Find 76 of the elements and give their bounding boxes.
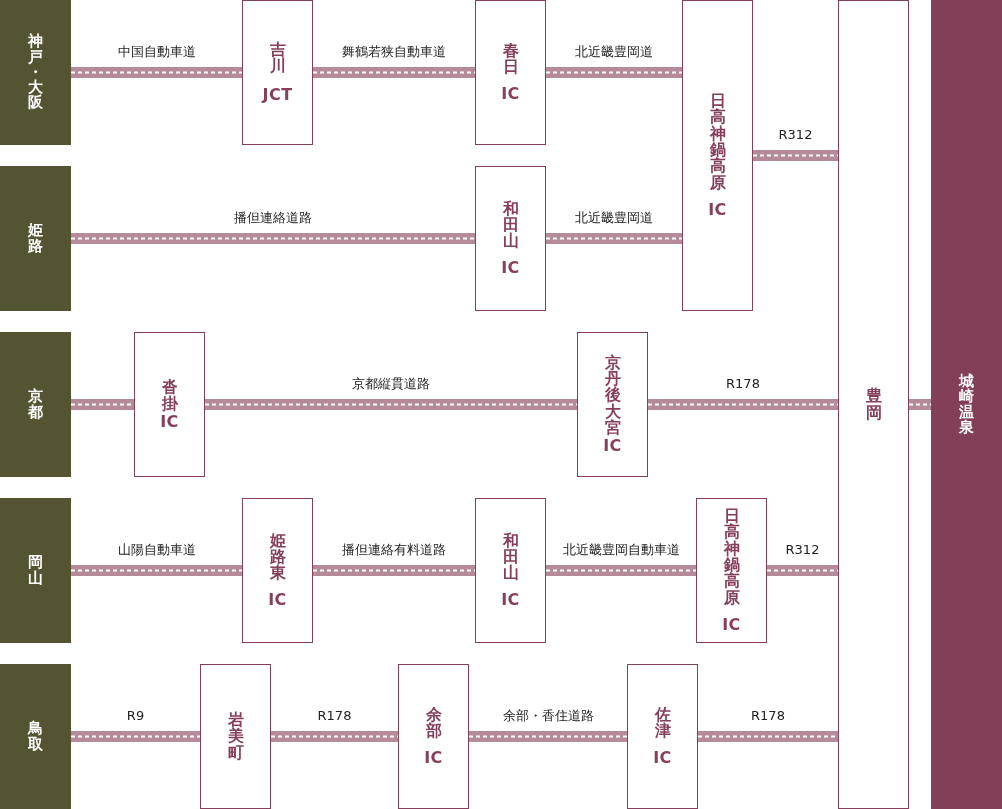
place-name: 日高神鍋高原	[723, 508, 740, 606]
road-line	[70, 233, 476, 244]
place-name: 吉川	[269, 41, 286, 75]
place-name: 沓掛	[161, 379, 178, 412]
road-line	[545, 565, 697, 576]
location-box	[398, 664, 469, 809]
road-line	[468, 731, 628, 742]
place-name: 京丹後大宮	[604, 354, 621, 437]
place-name: 余部	[425, 706, 442, 740]
origin-city-panel	[0, 332, 71, 477]
origin-city-panel	[0, 498, 71, 643]
road-name: 舞鶴若狭自動車道	[340, 43, 448, 60]
place-name: 日高神鍋高原	[709, 93, 726, 191]
location-box	[134, 332, 205, 477]
road-line	[908, 399, 932, 410]
road-line	[204, 399, 578, 410]
place-type-label: IC	[708, 201, 727, 218]
road-name: 京都縦貫道路	[350, 375, 432, 392]
location-box	[475, 166, 546, 311]
location-box	[242, 498, 313, 643]
road-name: 北近畿豊岡道	[573, 43, 655, 60]
place-name: 佐津	[654, 706, 671, 740]
road-line	[545, 233, 683, 244]
location-box	[696, 498, 767, 643]
road-line	[647, 399, 839, 410]
place-type-label: IC	[653, 750, 672, 767]
place-type-label: IC	[501, 592, 520, 609]
place-name: 春日	[502, 42, 519, 76]
road-line	[312, 67, 476, 78]
road-line	[70, 731, 201, 742]
place-name: 姫路	[28, 223, 43, 254]
place-name: 豊岡	[865, 388, 882, 421]
destination-panel	[931, 0, 1002, 809]
place-name: 姫路東	[269, 532, 286, 582]
road-name: 播但連絡道路	[232, 209, 314, 226]
place-type-label: IC	[501, 260, 520, 277]
road-line	[752, 150, 839, 161]
place-name: 岡山	[28, 555, 43, 586]
road-line	[70, 67, 243, 78]
place-name: 岩美町	[227, 712, 244, 761]
place-type-label: IC	[268, 592, 287, 609]
road-name: 播但連絡有料道路	[340, 541, 448, 558]
place-name: 和田山	[502, 532, 519, 582]
road-name: 北近畿豊岡道	[573, 209, 655, 226]
location-box	[627, 664, 698, 809]
place-name: 和田山	[502, 200, 519, 250]
place-name: 鳥取	[28, 721, 43, 752]
road-line	[70, 399, 135, 410]
location-box	[242, 0, 313, 145]
place-type-label: IC	[160, 413, 179, 430]
road-name: 余部・香住道路	[500, 707, 596, 724]
location-box	[838, 0, 909, 809]
place-type-label: JCT	[262, 87, 293, 104]
place-name: 神戸・大阪	[28, 34, 43, 111]
road-line	[697, 731, 839, 742]
place-type-label: IC	[424, 750, 443, 767]
origin-city-panel	[0, 0, 71, 145]
location-box	[200, 664, 271, 809]
road-name: 中国自動車道	[115, 43, 198, 60]
place-type-label: IC	[603, 438, 622, 455]
road-name: 北近畿豊岡自動車道	[560, 541, 682, 558]
place-type-label: IC	[722, 616, 741, 633]
place-name: 城崎温泉	[959, 373, 974, 436]
origin-city-panel	[0, 166, 71, 311]
road-line	[312, 565, 476, 576]
road-line	[766, 565, 839, 576]
road-line	[70, 565, 243, 576]
location-box	[475, 498, 546, 643]
road-line	[545, 67, 683, 78]
location-box	[682, 0, 753, 311]
road-line	[270, 731, 399, 742]
place-name: 京都	[28, 389, 43, 420]
location-box	[577, 332, 648, 477]
place-type-label: IC	[501, 86, 520, 103]
location-box	[475, 0, 546, 145]
origin-city-panel	[0, 664, 71, 809]
